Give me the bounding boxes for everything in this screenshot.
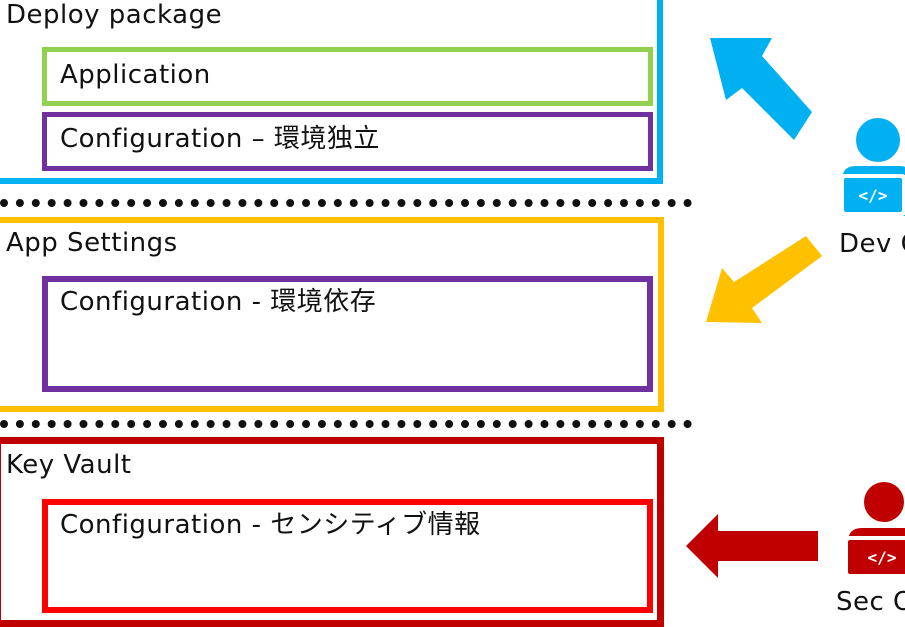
deploy-package-box xyxy=(0,0,663,184)
sec-developer-icon: </> xyxy=(844,482,905,578)
app-settings-title: App Settings xyxy=(6,228,178,258)
dev-actor-label: Dev O xyxy=(839,229,905,259)
svg-text:</>: </> xyxy=(859,186,888,205)
deploy-package-title: Deploy package xyxy=(6,0,223,30)
app-settings-box xyxy=(0,217,664,412)
separator-2 xyxy=(0,420,692,428)
svg-text:</>: </> xyxy=(868,548,897,567)
sec-actor-label: Sec O xyxy=(836,587,905,617)
dev-developer-icon: </> xyxy=(840,118,905,216)
application-box xyxy=(42,47,653,106)
config-sensitive-label: Configuration - センシティブ情報 xyxy=(60,510,481,540)
config-independent-box xyxy=(42,112,653,171)
application-label: Application xyxy=(60,60,211,90)
config-independent-label: Configuration – 環境独立 xyxy=(60,124,380,154)
config-dependent-box xyxy=(42,276,653,392)
separator-1 xyxy=(0,199,692,207)
config-sensitive-box xyxy=(42,499,653,613)
key-vault-title: Key Vault xyxy=(6,450,132,480)
config-dependent-label: Configuration - 環境依存 xyxy=(60,287,377,317)
